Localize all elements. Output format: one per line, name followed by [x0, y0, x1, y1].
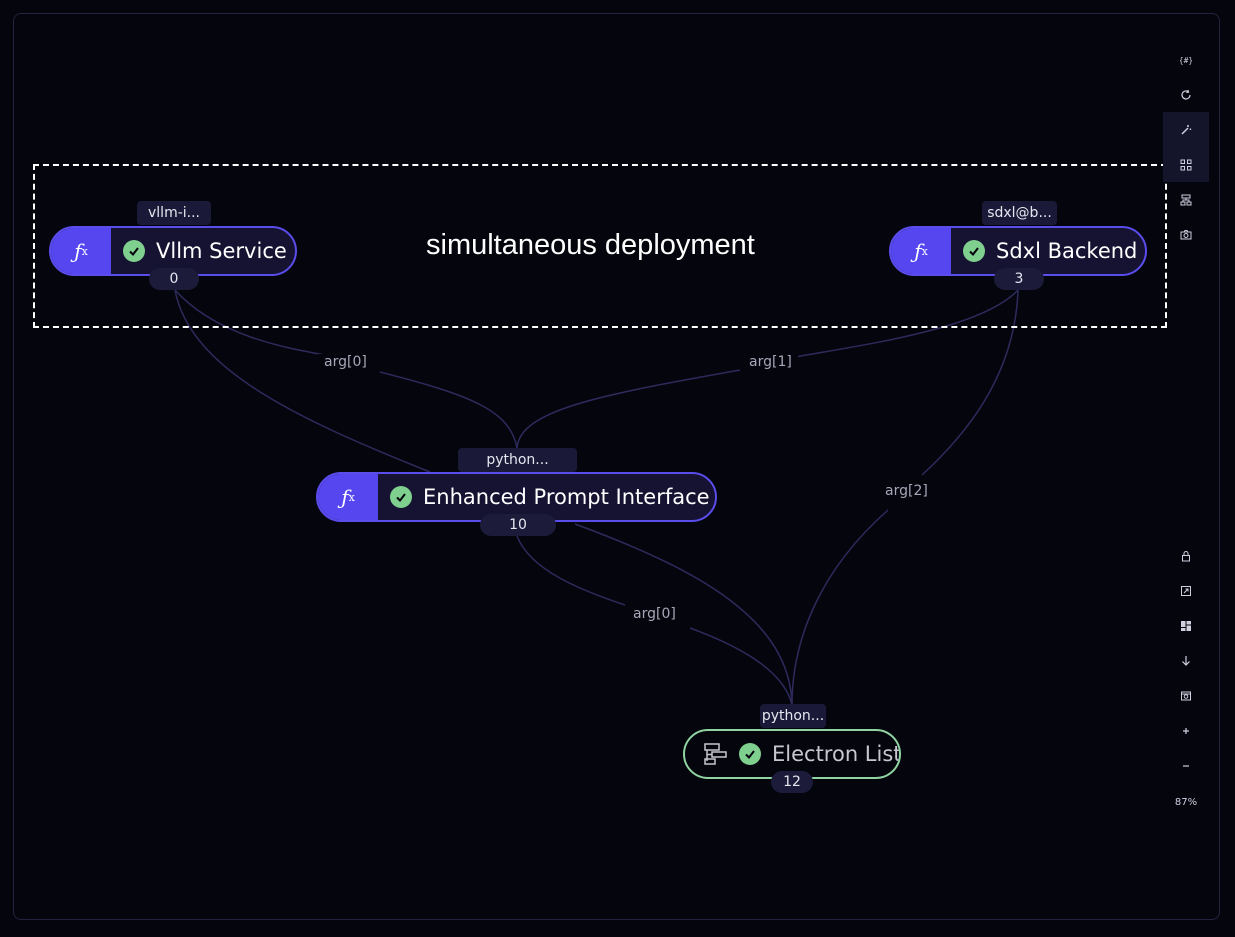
screenshot-icon[interactable] — [1163, 678, 1209, 713]
list-icon — [704, 743, 727, 765]
node-id-badge: 3 — [994, 268, 1044, 290]
group-frame[interactable] — [33, 164, 1167, 328]
node-tag: python... — [458, 448, 577, 472]
node-title: Sdxl Backend — [996, 239, 1138, 263]
edge-label: arg[1] — [743, 354, 798, 370]
hierarchy-icon[interactable] — [1163, 182, 1209, 217]
fit-view-icon[interactable] — [1163, 573, 1209, 608]
node-id-badge: 10 — [480, 514, 556, 536]
success-check-icon — [123, 240, 145, 262]
node-id-badge: 0 — [149, 268, 199, 290]
node-title: Electron List — [772, 742, 901, 766]
success-check-icon — [390, 486, 412, 508]
node-tag: sdxl@b... — [982, 201, 1057, 225]
download-icon[interactable] — [1163, 643, 1209, 678]
lock-icon[interactable] — [1163, 538, 1209, 573]
edge-sdxl-to-prompt-arg — [516, 289, 1019, 449]
camera-icon[interactable] — [1163, 217, 1209, 252]
edge-label: arg[0] — [318, 354, 373, 370]
edge-sdxl-to-list-arg — [791, 289, 1019, 706]
edge-prompt-to-list-arg — [516, 535, 793, 706]
svg-text:{#}: {#} — [1180, 56, 1192, 65]
success-check-icon — [963, 240, 985, 262]
params-icon[interactable]: {#} — [1163, 42, 1209, 77]
edge-prompt-to-list-direct — [574, 523, 793, 706]
minimap-icon[interactable] — [1163, 608, 1209, 643]
edge-label: arg[2] — [879, 483, 934, 499]
refresh-icon[interactable] — [1163, 77, 1209, 112]
edge-vllm-to-prompt-arg — [174, 289, 518, 449]
group-label: simultaneous deployment — [426, 229, 755, 261]
edge-vllm-to-prompt-direct — [174, 289, 431, 473]
node-tag: vllm-i... — [137, 201, 211, 225]
node-id-badge: 12 — [771, 771, 813, 793]
zoom-out-icon[interactable] — [1163, 748, 1209, 783]
node-title: Enhanced Prompt Interface — [423, 485, 710, 509]
node-tag: python... — [760, 704, 826, 728]
success-check-icon — [739, 743, 761, 765]
magic-wand-icon[interactable] — [1163, 112, 1209, 147]
zoom-in-icon[interactable] — [1163, 713, 1209, 748]
node-title: Vllm Service — [156, 239, 287, 263]
edge-label: arg[0] — [627, 606, 682, 622]
zoom-level: 87% — [1174, 797, 1198, 808]
layout-icon[interactable] — [1163, 147, 1209, 182]
